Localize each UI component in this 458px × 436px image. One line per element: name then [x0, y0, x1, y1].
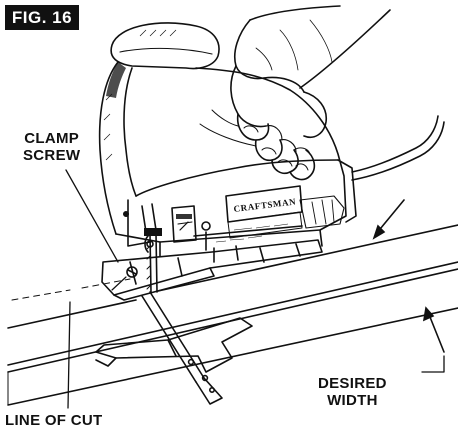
line-of-cut-label: LINE OF CUT — [5, 412, 103, 429]
saw-blade — [146, 233, 158, 293]
clamp-screw-label-line1: CLAMP — [24, 130, 80, 147]
saw-housing — [98, 22, 445, 263]
brand-label: CRAFTSMAN — [233, 196, 297, 214]
clamp-screw-label-line2: SCREW — [23, 147, 81, 164]
workpiece-board — [7, 224, 458, 406]
desired-width-label-line2: WIDTH — [327, 392, 378, 409]
hand-illustration — [199, 5, 391, 181]
rip-fence-guide — [95, 291, 253, 405]
figure-badge: FIG. 16 — [5, 5, 79, 30]
desired-width-label: DESIRED WIDTH — [318, 375, 387, 409]
clamp-screw-label: CLAMP SCREW — [23, 130, 80, 164]
saw-shoe — [101, 239, 323, 301]
desired-width-label-line1: DESIRED — [318, 375, 387, 392]
arrow-icon — [372, 199, 445, 353]
